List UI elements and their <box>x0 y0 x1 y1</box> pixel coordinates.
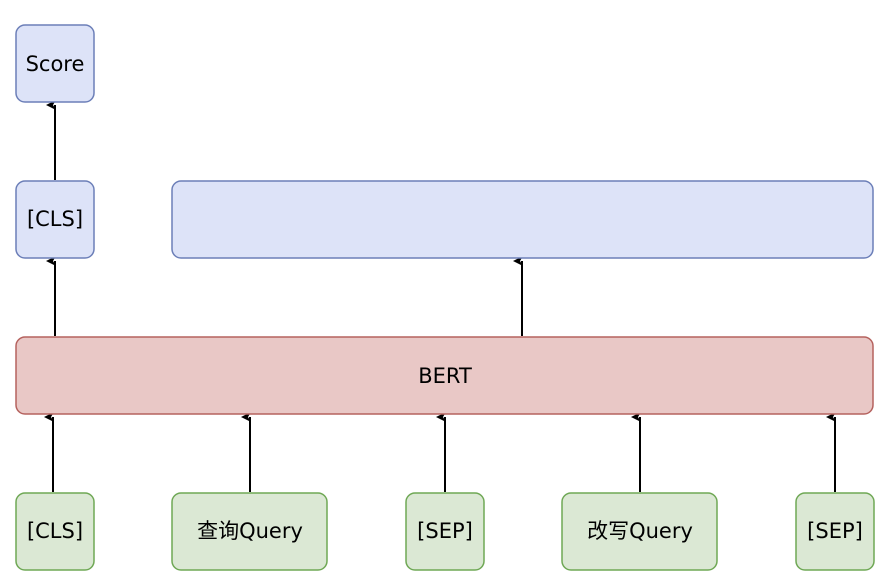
cls-output-node: [CLS] <box>15 180 95 259</box>
cls-output-box <box>15 180 95 259</box>
input-cls-box <box>15 492 95 571</box>
input-query-box <box>171 492 328 571</box>
input-query-node: 查询Query <box>171 492 328 571</box>
input-sep2-node: [SEP] <box>795 492 875 571</box>
score-node: Score <box>15 24 95 103</box>
bert-label: BERT <box>418 364 472 388</box>
input-tokens: [CLS] 查询Query [SEP] 改写Query [SEP] <box>15 492 875 571</box>
input-sep2-box <box>795 492 875 571</box>
input-rewrite-box <box>561 492 718 571</box>
input-rewrite-node: 改写Query <box>561 492 718 571</box>
bert-box <box>15 336 874 415</box>
input-cls-label: [CLS] <box>27 519 83 543</box>
input-sep1-node: [SEP] <box>405 492 485 571</box>
input-query-label: 查询Query <box>197 519 303 543</box>
token-outputs-box <box>171 180 874 259</box>
bert-node: BERT <box>15 336 874 415</box>
cls-output-label: [CLS] <box>27 207 83 231</box>
token-outputs-node <box>171 180 874 259</box>
score-label: Score <box>26 52 85 76</box>
score-box <box>15 24 95 103</box>
input-sep1-label: [SEP] <box>417 519 473 543</box>
input-sep2-label: [SEP] <box>807 519 863 543</box>
input-sep1-box <box>405 492 485 571</box>
input-rewrite-label: 改写Query <box>587 519 693 543</box>
edges <box>44 100 836 492</box>
input-cls-node: [CLS] <box>15 492 95 571</box>
